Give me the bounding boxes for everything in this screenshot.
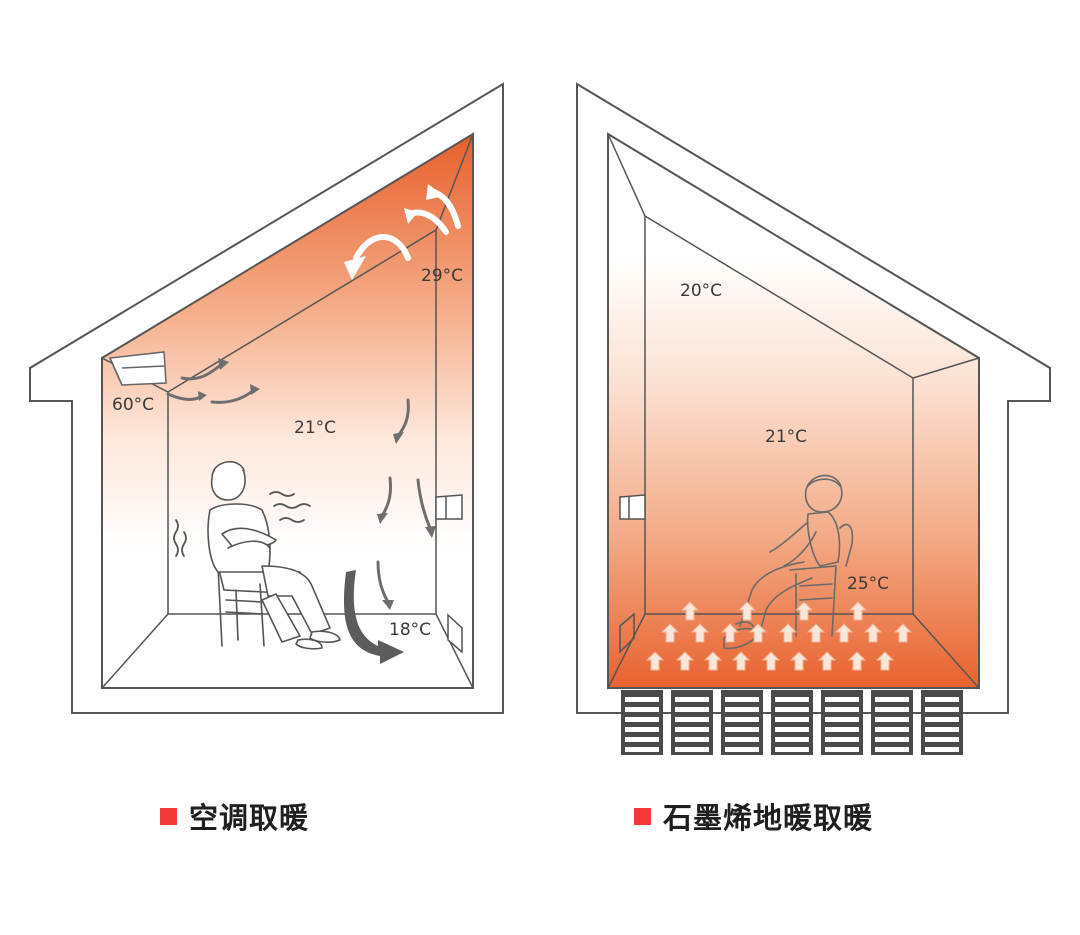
wall-outlet-icon <box>619 494 646 520</box>
heat-rise-arrow-icon <box>645 651 665 671</box>
heat-rise-arrow-icon <box>675 651 695 671</box>
heat-rise-arrow-icon <box>834 623 854 643</box>
ceiling-temp: 20°C <box>680 281 722 301</box>
heat-rise-arrow-icon <box>794 601 814 621</box>
heating-panel <box>671 690 713 755</box>
heat-rise-arrow-icon <box>863 623 883 643</box>
accent-square-icon <box>160 807 177 825</box>
heat-rise-arrows <box>645 601 913 671</box>
right-room-back-wall <box>607 133 980 689</box>
accent-square-icon <box>634 807 651 825</box>
air-conditioner-icon <box>108 351 167 386</box>
caption-right: 石墨烯地暖取暖 <box>634 796 873 836</box>
ac-outlet-temp: 60°C <box>112 395 154 415</box>
heat-wave-icon <box>173 491 311 557</box>
heat-rise-arrow-icon <box>703 651 723 671</box>
heat-rise-arrow-icon <box>875 651 895 671</box>
airflow-arrowheads <box>198 358 260 401</box>
ceiling-temp: 29°C <box>421 266 463 286</box>
heat-rise-arrow-icon <box>660 623 680 643</box>
middle-temp: 21°C <box>765 427 807 447</box>
heat-rise-arrow-icon <box>737 601 757 621</box>
middle-temp: 21°C <box>294 418 336 438</box>
floor-vent-icon <box>619 612 635 654</box>
caption-left-text: 空调取暖 <box>189 801 310 835</box>
right-house: 20°C 21°C 25°C <box>576 82 1051 755</box>
downdraft-arrowheads <box>377 432 436 610</box>
floor-temp: 25°C <box>847 574 889 594</box>
heating-panel <box>621 690 663 755</box>
heating-panel <box>721 690 763 755</box>
heating-panel <box>871 690 913 755</box>
heat-rise-arrow-icon <box>893 623 913 643</box>
ceiling-circulation-arrowheads <box>344 184 444 280</box>
heat-rise-arrow-icon <box>848 601 868 621</box>
person-icon <box>207 460 341 650</box>
chair-icon <box>789 523 854 637</box>
heat-rise-arrow-icon <box>690 623 710 643</box>
heating-panel <box>921 690 963 755</box>
floor-temp: 18°C <box>389 620 431 640</box>
heat-rise-arrow-icon <box>761 651 781 671</box>
caption-left: 空调取暖 <box>160 796 309 836</box>
heat-rise-arrow-icon <box>806 623 826 643</box>
heat-rise-arrow-icon <box>748 623 768 643</box>
heat-rise-arrow-icon <box>778 623 798 643</box>
heat-rise-arrow-icon <box>789 651 809 671</box>
heat-rise-arrow-icon <box>680 601 700 621</box>
heat-rise-arrow-icon <box>731 651 751 671</box>
floor-heating-panel-icon <box>608 687 979 755</box>
cold-air-floor-arrow-icon <box>343 570 404 664</box>
heat-rise-arrow-icon <box>720 623 740 643</box>
heat-rise-arrow-icon <box>817 651 837 671</box>
heat-rise-arrow-icon <box>847 651 867 671</box>
wall-outlet-icon <box>435 494 463 520</box>
heating-panel <box>821 690 863 755</box>
floor-vent-icon <box>447 613 463 654</box>
heating-panel <box>771 690 813 755</box>
left-house: 60°C 29°C 21°C 18°C <box>29 82 504 714</box>
caption-right-text: 石墨烯地暖取暖 <box>663 801 874 835</box>
